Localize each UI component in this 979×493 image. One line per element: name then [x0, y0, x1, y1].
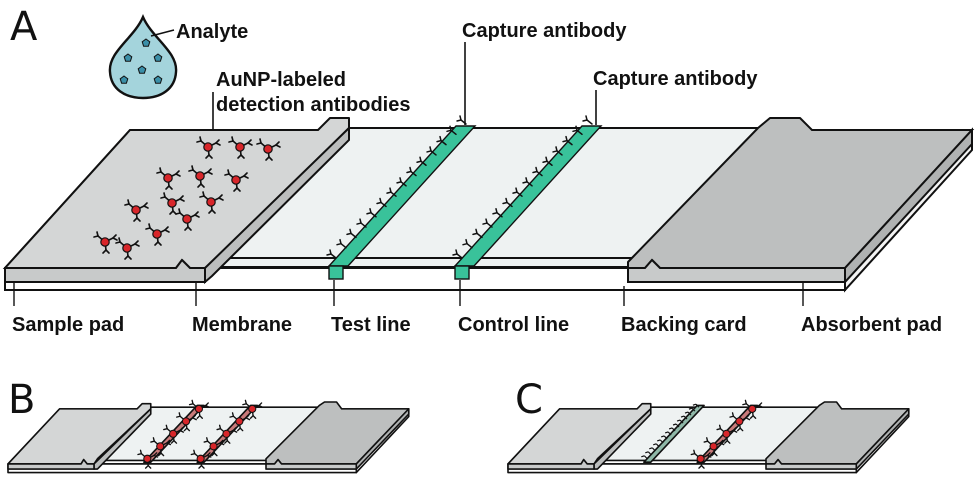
capture-antibody-icon: [492, 208, 503, 218]
capture-antibody-icon: [416, 156, 427, 166]
capture-antibody-icon: [660, 435, 668, 440]
panel-b-label: B: [8, 377, 35, 423]
capture-antibody-icon: [512, 187, 523, 197]
capture-antibody-icon: [672, 423, 680, 428]
capture-antibody-icon: [326, 115, 467, 259]
capture-antibody-icon: [472, 228, 483, 239]
capture-antibody-icon: [657, 439, 664, 444]
panel-c-label: C: [515, 377, 543, 423]
capture-antibody-icon: [572, 125, 583, 136]
capture-antibody-icon: [653, 443, 660, 448]
capture-antibody-icon: [676, 419, 684, 424]
capture-antibody-icon: [649, 447, 656, 452]
capture-antibody-icon: [346, 228, 357, 239]
capture-antibody-icon: [645, 451, 652, 456]
capture-antibody-icon: [406, 166, 417, 177]
capture-antibody-icon: [482, 218, 493, 228]
analyte-droplet-icon: [108, 13, 178, 100]
sample-pad-edge: [507, 458, 595, 470]
capture-antibody-icon: [641, 455, 648, 460]
sample-pad: [4, 117, 350, 285]
capture-antibody-icon: [396, 177, 407, 187]
capture-antibody-icon: [436, 135, 447, 146]
capture-antibody-icon: [376, 197, 387, 208]
capture-antibody-icon: [456, 115, 467, 125]
capture-antibody-icon: [462, 238, 473, 249]
capture-antibody-icon: [366, 208, 377, 218]
test-line: [643, 404, 705, 464]
aunp-label-line1: AuNP-labeled: [216, 69, 346, 91]
capture-antibody-icon: [356, 218, 367, 228]
capture-antibody-test-label: Capture antibody: [462, 20, 627, 42]
capture-antibody-icon: [668, 427, 676, 432]
capture-antibody-icon: [684, 411, 692, 416]
sample-pad-label: Sample pad: [12, 314, 124, 336]
absorbent-pad-edge: [265, 458, 358, 470]
capture-antibody-icon: [562, 135, 573, 146]
membrane-label: Membrane: [192, 314, 292, 336]
absorbent-pad-edge: [765, 458, 858, 470]
capture-antibody-icon: [680, 415, 688, 420]
strip-c: [507, 399, 910, 474]
capture-antibody-icon: [552, 146, 563, 156]
sample-pad-edge: [7, 458, 95, 470]
capture-antibody-icon: [692, 403, 700, 408]
absorbent-pad-label: Absorbent pad: [801, 314, 942, 336]
capture-antibody-icon: [502, 197, 513, 208]
test-line-label: Test line: [331, 314, 411, 336]
capture-antibody-icon: [542, 156, 553, 166]
capture-antibody-icon: [336, 238, 347, 249]
absorbent-pad-side: [855, 408, 910, 470]
capture-antibody-icon: [386, 187, 397, 197]
capture-antibody-icon: [426, 146, 437, 156]
control-line-label: Control line: [458, 314, 569, 336]
test-line: [327, 125, 477, 280]
aunp-label-line2: detection antibodies: [216, 94, 410, 116]
strip-b: [7, 399, 410, 474]
absorbent-pad: [627, 117, 973, 285]
capture-antibody-icon: [688, 407, 696, 412]
capture-antibody-icon: [664, 431, 672, 436]
panel-a-label: A: [10, 4, 38, 50]
capture-antibody-icon: [452, 115, 593, 259]
analyte-label: Analyte: [176, 21, 248, 43]
backing-card-label: Backing card: [621, 314, 747, 336]
capture-antibody-control-label: Capture antibody: [593, 68, 758, 90]
capture-antibody-icon: [522, 177, 533, 187]
control-line: [453, 125, 603, 280]
capture-antibody-icon: [446, 125, 457, 136]
capture-antibody-icon: [326, 249, 337, 259]
absorbent-pad-side: [355, 408, 410, 470]
capture-antibody-icon: [452, 249, 463, 259]
capture-antibody-icon: [532, 166, 543, 177]
capture-antibody-icon: [582, 115, 593, 125]
